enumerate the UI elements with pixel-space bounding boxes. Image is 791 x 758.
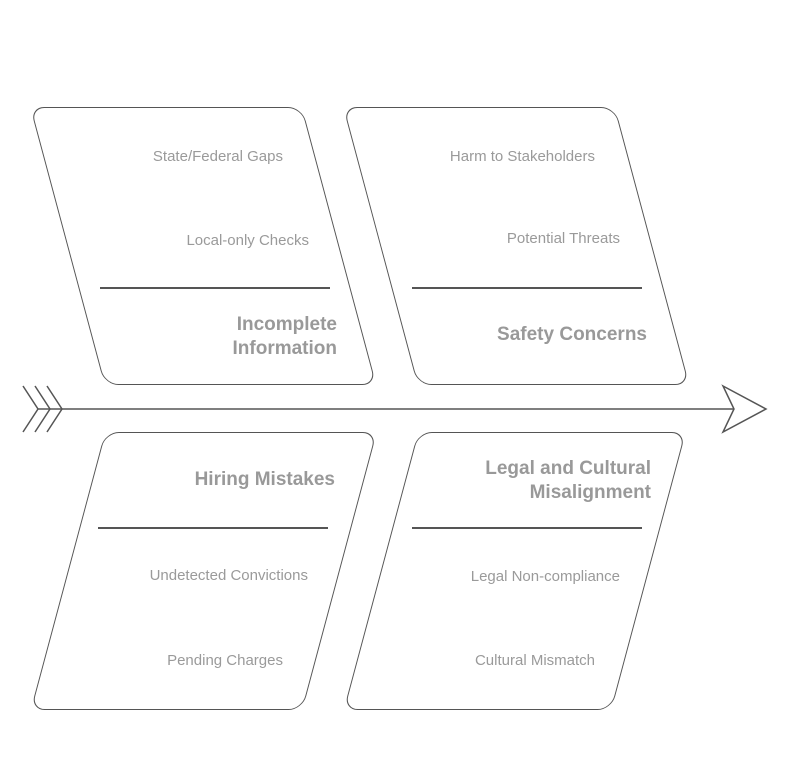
- cause-label: Potential Threats: [506, 230, 620, 247]
- cause-label: State/Federal Gaps: [152, 148, 283, 165]
- branch-title: Legal and Cultural Misalignment: [485, 458, 651, 503]
- branch-divider: [412, 287, 642, 289]
- branch-title: Hiring Mistakes: [194, 469, 335, 490]
- cause-label: Legal Non-compliance: [470, 568, 620, 585]
- cause-label: Local-only Checks: [186, 232, 309, 249]
- arrow-fletching-icon: [22, 385, 63, 433]
- arrow-head-icon: [721, 384, 768, 434]
- cause-label: Cultural Mismatch: [474, 652, 595, 669]
- branch-title: Safety Concerns: [497, 324, 647, 345]
- branch-divider: [100, 287, 330, 289]
- cause-label: Undetected Convictions: [149, 567, 308, 584]
- branch-divider: [412, 527, 642, 529]
- cause-label: Harm to Stakeholders: [449, 148, 595, 165]
- branch-title: Incomplete Information: [232, 314, 338, 359]
- branch-divider: [98, 527, 328, 529]
- cause-label: Pending Charges: [167, 652, 283, 669]
